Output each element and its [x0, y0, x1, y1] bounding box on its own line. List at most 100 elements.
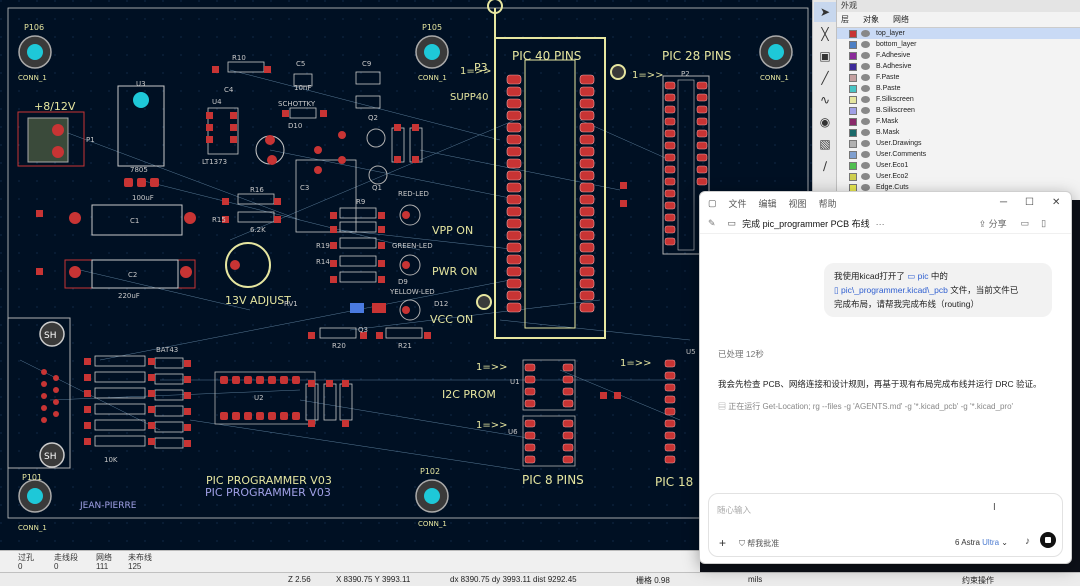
- add-zone-icon[interactable]: ▧: [819, 137, 831, 151]
- eye-icon[interactable]: [861, 96, 870, 103]
- layer-row[interactable]: B.Paste: [837, 83, 1080, 94]
- layer-row[interactable]: F.Silkscreen: [837, 94, 1080, 105]
- model-tier: Ultra: [982, 538, 1000, 547]
- split-icon[interactable]: ▯: [1041, 218, 1047, 228]
- eye-icon[interactable]: [861, 30, 870, 37]
- layer-color-swatch[interactable]: [849, 106, 857, 115]
- add-via-icon[interactable]: ◉: [819, 115, 831, 129]
- layer-row[interactable]: F.Mask: [837, 116, 1080, 127]
- sidebar-toggle-icon[interactable]: ▢: [708, 197, 717, 208]
- chat-input-box[interactable]: 随心输入 I + ⛉ 帮我批准 6 Astra Ultra ⌄ ♪: [708, 493, 1063, 557]
- tab-layers[interactable]: 层: [841, 15, 849, 24]
- layer-row[interactable]: F.Paste: [837, 72, 1080, 83]
- layer-row[interactable]: User.Eco2: [837, 171, 1080, 182]
- tune-length-icon[interactable]: ∿: [819, 93, 831, 107]
- label-6-2k: 6.2K: [250, 226, 266, 234]
- folder-link[interactable]: ▭ pic: [907, 271, 929, 281]
- file-link[interactable]: ▯ pic\_programmer.kicad\_pcb: [834, 285, 948, 295]
- label-q3: Q3: [358, 326, 368, 334]
- chat-input[interactable]: 随心输入: [717, 505, 752, 515]
- route-track-icon[interactable]: ╳: [821, 27, 829, 41]
- layer-color-swatch[interactable]: [849, 117, 857, 126]
- layer-color-swatch[interactable]: [849, 161, 857, 170]
- label-p1: P1: [86, 136, 95, 144]
- pcb-canvas[interactable]: P106 CONN_1 P105 CONN_1 CONN_1 P101 P102…: [0, 0, 812, 550]
- u3-outline: [117, 85, 165, 167]
- eye-icon[interactable]: [861, 151, 870, 158]
- layer-row[interactable]: User.Comments: [837, 149, 1080, 160]
- share-button[interactable]: ⇪ 分享: [978, 219, 1007, 229]
- layer-color-swatch[interactable]: [849, 51, 857, 60]
- label-u2: U2: [254, 394, 264, 402]
- maximize-icon[interactable]: ☐: [1025, 197, 1034, 208]
- menu-edit[interactable]: 编辑: [758, 198, 777, 209]
- route-diff-pair-icon[interactable]: ╱: [821, 71, 829, 85]
- label-d10: D10: [288, 122, 302, 130]
- layer-name: F.Adhesive: [876, 52, 911, 59]
- layer-color-swatch[interactable]: [849, 95, 857, 104]
- send-button[interactable]: [1040, 532, 1056, 548]
- appearance-title: 外观: [837, 0, 1080, 12]
- more-icon[interactable]: ···: [875, 218, 885, 229]
- layer-name: User.Eco2: [876, 173, 909, 180]
- close-icon[interactable]: ✕: [1052, 197, 1061, 208]
- layer-color-swatch[interactable]: [849, 84, 857, 93]
- eye-icon[interactable]: [861, 184, 870, 191]
- eye-icon[interactable]: [861, 52, 870, 59]
- layer-color-swatch[interactable]: [849, 73, 857, 82]
- menu-view[interactable]: 视图: [788, 198, 807, 209]
- select-tool-icon[interactable]: ➤: [814, 2, 836, 22]
- codex-chat-window: ▢ 文件 编辑 视图 帮助 ─ ☐ ✕ ✎ ▭ 完成 pic_programme…: [699, 191, 1072, 564]
- layer-row[interactable]: bottom_layer: [837, 39, 1080, 50]
- place-footprint-icon[interactable]: ▣: [819, 49, 831, 63]
- layer-name: B.Adhesive: [876, 63, 912, 70]
- eye-icon[interactable]: [861, 85, 870, 92]
- u2-pads: [220, 376, 300, 420]
- eye-icon[interactable]: [861, 63, 870, 70]
- mic-icon[interactable]: ♪: [1025, 536, 1030, 547]
- approve-button[interactable]: ⛉ 帮我批准: [739, 539, 780, 548]
- panel-icon[interactable]: ▭: [1020, 218, 1030, 228]
- layer-row[interactable]: F.Adhesive: [837, 50, 1080, 61]
- layer-row[interactable]: B.Mask: [837, 127, 1080, 138]
- label-pic28: PIC 28 PINS: [662, 49, 731, 63]
- eye-icon[interactable]: [861, 129, 870, 136]
- label-vpp-on: VPP ON: [432, 224, 473, 237]
- led-pad3: [402, 306, 410, 314]
- layer-row[interactable]: B.Silkscreen: [837, 105, 1080, 116]
- menu-help[interactable]: 帮助: [818, 198, 837, 209]
- edit-icon[interactable]: ✎: [708, 218, 716, 228]
- add-icon[interactable]: +: [719, 536, 727, 550]
- eye-icon[interactable]: [861, 162, 870, 169]
- layer-row[interactable]: User.Eco1: [837, 160, 1080, 171]
- label-arrow-3: 1=>>: [476, 362, 508, 373]
- menu-file[interactable]: 文件: [728, 198, 747, 209]
- layer-color-swatch[interactable]: [849, 128, 857, 137]
- eye-icon[interactable]: [861, 41, 870, 48]
- eye-icon[interactable]: [861, 118, 870, 125]
- eye-icon[interactable]: [861, 74, 870, 81]
- eye-icon[interactable]: [861, 140, 870, 147]
- tab-nets[interactable]: 网络: [893, 15, 909, 24]
- model-selector[interactable]: 6 Astra Ultra ⌄: [955, 538, 1008, 547]
- eye-icon[interactable]: [861, 107, 870, 114]
- layer-row[interactable]: User.Drawings: [837, 138, 1080, 149]
- layer-color-swatch[interactable]: [849, 29, 857, 38]
- minimize-icon[interactable]: ─: [1000, 197, 1008, 208]
- layer-color-swatch[interactable]: [849, 40, 857, 49]
- c1-pad2: [184, 212, 196, 224]
- label-yellow-led: YELLOW-LED: [389, 288, 435, 296]
- layer-color-swatch[interactable]: [849, 172, 857, 181]
- layer-color-swatch[interactable]: [849, 62, 857, 71]
- layer-name: F.Mask: [876, 118, 899, 125]
- eye-icon[interactable]: [861, 173, 870, 180]
- layer-color-swatch[interactable]: [849, 150, 857, 159]
- layer-row[interactable]: top_layer: [837, 28, 1080, 39]
- tab-objects[interactable]: 对象: [863, 15, 879, 24]
- layer-row[interactable]: B.Adhesive: [837, 61, 1080, 72]
- layer-color-swatch[interactable]: [849, 139, 857, 148]
- layer-name: B.Mask: [876, 129, 900, 136]
- draw-line-icon[interactable]: ∕: [822, 159, 828, 173]
